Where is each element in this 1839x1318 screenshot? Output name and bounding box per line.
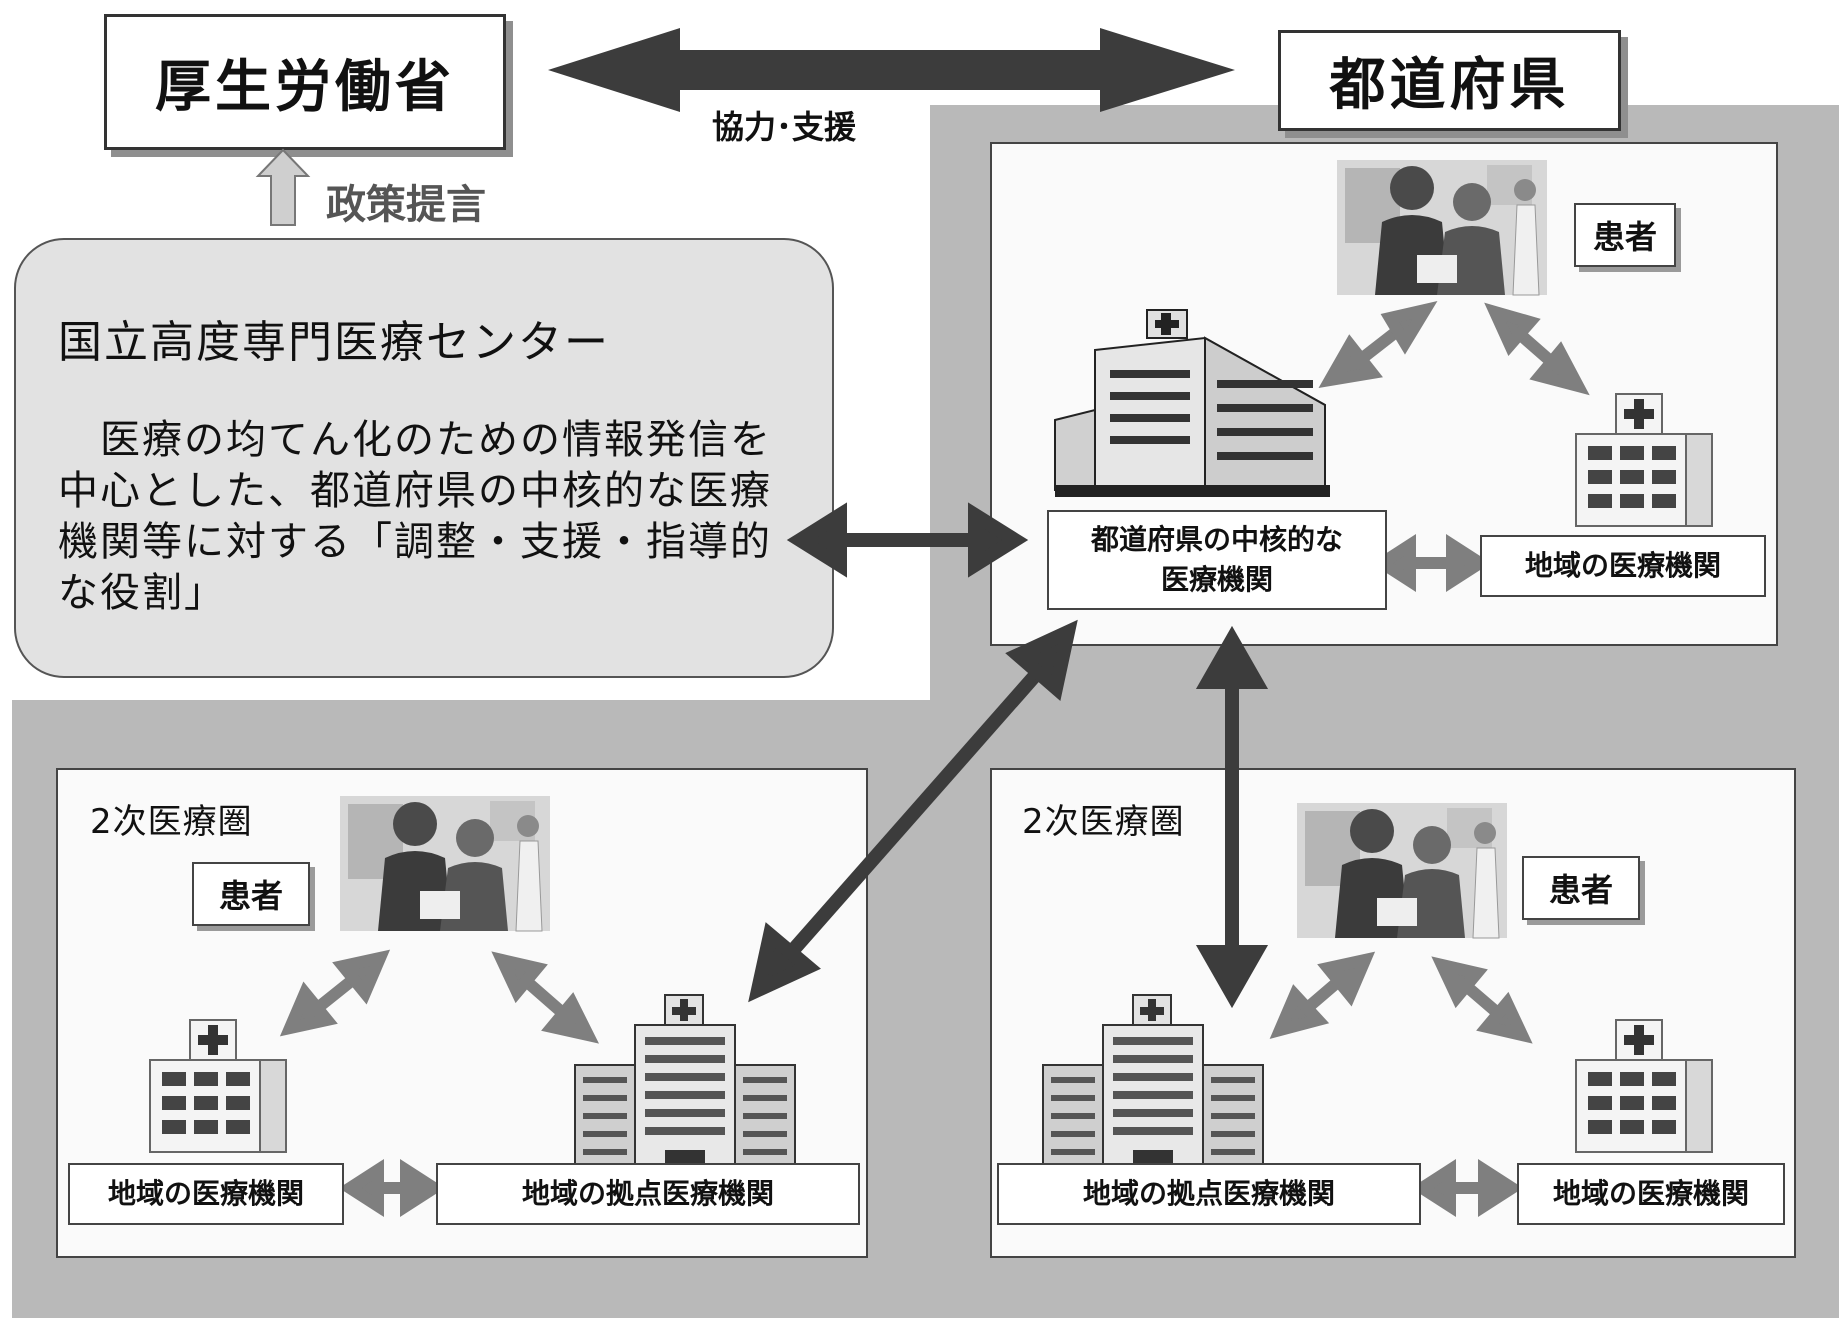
core-hospital-label: 都道府県の中核的な 医療機関 [1047, 510, 1387, 610]
policy-label: 政策提言 [326, 182, 486, 228]
hub-hospital-icon-left [574, 994, 796, 1186]
cooperation-arrow [548, 28, 1235, 112]
core-to-left-hub-arrow [774, 665, 1046, 970]
hub-hospital-icon-right [1042, 994, 1264, 1186]
local-institution-label-prefecture: 地域の医療機関 [1480, 535, 1766, 597]
region-left-title: 2次医療圏 [90, 802, 253, 842]
policy-up-arrow [255, 148, 311, 226]
local-institution-label-left: 地域の医療機関 [68, 1163, 344, 1225]
prefecture-box: 都道府県 [1278, 30, 1621, 131]
hub-institution-label-right: 地域の拠点医療機関 [997, 1163, 1421, 1225]
patient-label-left: 患者 [192, 862, 310, 926]
national-center-description: 医療の均てん化のための情報発信を 中心とした、都道府県の中核的な医療 機関等に対… [58, 417, 772, 616]
clinic-icon-right [1575, 1019, 1713, 1153]
patient-label-right: 患者 [1522, 856, 1640, 920]
patients-illustration-left [339, 795, 551, 932]
local-institution-label-right: 地域の医療機関 [1517, 1163, 1785, 1225]
patient-label-prefecture: 患者 [1574, 203, 1676, 267]
patients-illustration-prefecture [1336, 159, 1548, 296]
national-center-title: 国立高度専門医療センター [58, 317, 610, 368]
national-center-box: 国立高度専門医療センター 医療の均てん化のための情報発信を 中心とした、都道府県… [14, 238, 834, 678]
prefecture-title: 都道府県 [1329, 53, 1570, 118]
ministry-box: 厚生労働省 [104, 14, 506, 150]
region-right-title: 2次医療圏 [1022, 802, 1185, 842]
ministry-title: 厚生労働省 [155, 54, 455, 120]
core-hospital-icon [1054, 309, 1331, 498]
patients-illustration-right [1296, 802, 1508, 939]
cooperation-label: 協力･支援 [712, 108, 857, 146]
hub-institution-label-left: 地域の拠点医療機関 [436, 1163, 860, 1225]
clinic-icon-prefecture [1575, 393, 1713, 527]
clinic-icon-left [149, 1019, 287, 1153]
